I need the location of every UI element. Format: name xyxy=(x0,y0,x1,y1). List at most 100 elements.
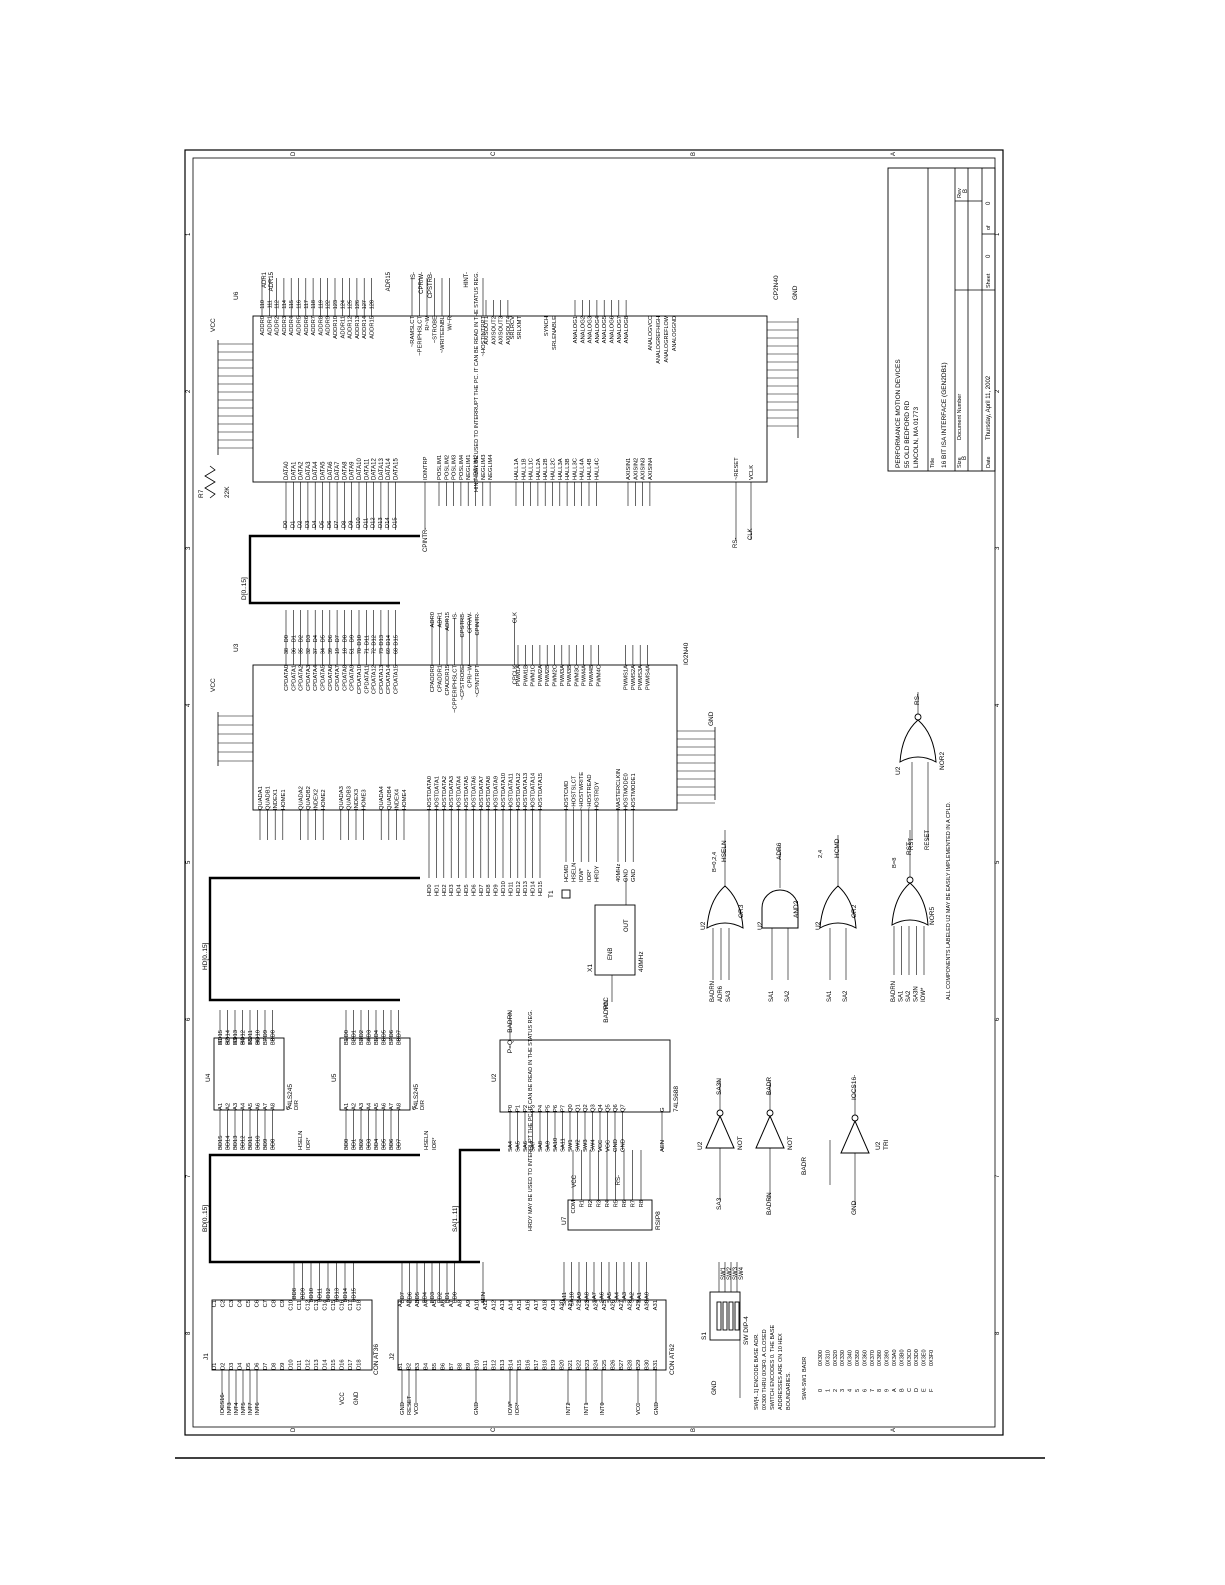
zone-number-right: 7 xyxy=(995,1174,1001,1178)
u2cmp-q-pin: Q7 xyxy=(621,1104,627,1112)
j2-a-pin: A25 xyxy=(602,1300,608,1310)
x1-enb-pin: ENB xyxy=(608,948,614,960)
j2-b-pin: B14 xyxy=(509,1359,515,1370)
s1-gnd: GND xyxy=(711,1380,718,1395)
u6-hall-pin: HALL4A xyxy=(580,458,586,480)
u2cmp-q-pin: Q5 xyxy=(606,1104,612,1112)
s1-table-val: 0X300 xyxy=(818,1350,824,1366)
u7-pin: R2 xyxy=(588,1200,594,1207)
u6-ctrl-pin: R/~W xyxy=(425,315,431,330)
u3-pwm-pin: PWM1B xyxy=(523,665,529,686)
u6-adr15-net: ADR15 xyxy=(386,271,392,291)
u3-cpdata-num: 69 xyxy=(386,648,392,654)
u2cmp-q-net: VCC xyxy=(598,1140,604,1152)
of-label: of xyxy=(986,225,992,230)
u4-a-net: BD13 xyxy=(233,1135,239,1150)
u2cmp-q-pin: Q2 xyxy=(583,1104,589,1112)
u6-data-pin: DATA10 xyxy=(357,458,363,480)
u2cmp-q-net: SW1 xyxy=(568,1139,574,1152)
u6-data-net: D15 xyxy=(393,517,399,528)
u5-a-net: BD7 xyxy=(397,1139,403,1150)
u3-pwm-pin: PWM3C xyxy=(574,665,580,687)
j2-a-net: SA4 xyxy=(615,1291,621,1303)
gate-not-badrn-out-net: BADR xyxy=(766,1077,773,1095)
u3-cpaddr-net: ADR0 xyxy=(430,612,436,627)
u6-data-pin: DATA11 xyxy=(364,458,370,480)
date-label: Date xyxy=(986,456,992,468)
u4-a-pin: A5 xyxy=(248,1103,254,1110)
gate-or3-in-net: BADRN xyxy=(710,981,716,1002)
u4-a-pin: A1 xyxy=(218,1103,224,1110)
j2-a-pin: A30 xyxy=(645,1300,651,1310)
u6-posl-pin: NEGLIM2 xyxy=(474,455,480,480)
j2-b-pin: B22 xyxy=(577,1360,583,1370)
u4-b-net: HD11 xyxy=(248,1030,254,1044)
j1-d-pin: D7 xyxy=(263,1363,269,1370)
u5-a-net: BD1 xyxy=(352,1139,358,1150)
u3-hostdata-pin: HOSTDATA11 xyxy=(508,773,514,810)
u3-cpaddr-pin: ~CPINTRPT xyxy=(475,665,481,698)
gate-not-sa3 xyxy=(705,1114,735,1149)
u3-hostdata-pin: HOSTDATA0 xyxy=(427,776,433,810)
u3-host-pin: MASTERCLKIN xyxy=(616,769,622,810)
gate-tri-part: TRI xyxy=(883,1139,890,1150)
u6-posl-pin: POSLIM1 xyxy=(437,455,443,480)
u3-cpaddr-pin: CPCLK xyxy=(513,665,519,684)
gate-tri xyxy=(840,1119,870,1154)
zone-letter-bottom: C xyxy=(491,1427,497,1432)
zone-number-left: 2 xyxy=(186,389,192,393)
u3-hostdata-pin: HOSTDATA9 xyxy=(494,776,500,810)
u5-b-net: HD3 xyxy=(367,1030,373,1042)
bus-sa-label: SA[1..11] xyxy=(452,1206,459,1232)
u6-srlrcv: SRLRCV xyxy=(510,316,516,340)
j2-b-pin: B12 xyxy=(492,1360,498,1370)
u3-pwm-pin: PWM1A xyxy=(516,665,522,686)
rev-value: B xyxy=(963,189,969,193)
gate-nor5-in-net: BADRN xyxy=(891,981,897,1002)
s1-table-val: 0X3D0 xyxy=(914,1349,920,1366)
u3-cpdata-net: D13 xyxy=(379,635,385,646)
u5-b-pin: B4 xyxy=(367,1037,373,1045)
s1-table-val: 0X370 xyxy=(870,1350,876,1366)
u6-axisout-pin: AXISOUT1 xyxy=(484,316,490,345)
u6-data-pin: DATA15 xyxy=(394,458,400,480)
x1-part: 40MHz xyxy=(638,951,645,972)
u6-hall-pin: HALL3A xyxy=(558,458,564,480)
gate-nor5-in-net: SA1 xyxy=(899,990,905,1002)
u3-cpdata-num: 70 xyxy=(357,648,363,654)
j2-a-net: SA5 xyxy=(607,1292,613,1303)
u3-hd-net: HD10 xyxy=(501,881,507,896)
j2-b-pin: B16 xyxy=(526,1360,532,1370)
gate-or2-part: OR2 xyxy=(851,904,858,918)
u2cmp-p-pin: P4 xyxy=(538,1104,544,1112)
gate-nor2-bubble xyxy=(914,713,922,721)
u3-hostdata-pin: HOSTDATA14 xyxy=(531,772,537,810)
j2-a-pin: A18 xyxy=(543,1300,549,1310)
j1-c-pin: C3 xyxy=(229,1300,235,1307)
j2-a-pin: A7 xyxy=(449,1300,455,1307)
u4-b-net: HD9 xyxy=(263,1030,269,1042)
u3-cpdata-pin: CPDATA13 xyxy=(379,665,385,694)
x1-ref: X1 xyxy=(587,964,594,972)
u6-hint-note: HINT- MAY BE USED TO INTERRUPT THE PC. I… xyxy=(474,272,480,492)
u3-cpdata-pin: CPDATA15 xyxy=(394,665,400,694)
s1-switch xyxy=(734,1301,740,1331)
u3-cpdata-num: 18 xyxy=(342,648,348,654)
u6-addr-pin: ADDR10 xyxy=(333,316,339,339)
gate-and2-ref: U2 xyxy=(757,921,764,930)
j2-a-pin: A28 xyxy=(628,1300,634,1310)
j2-a-pin: A24 xyxy=(594,1299,600,1310)
u3-hd-net: HD9 xyxy=(494,884,500,896)
gate-or3-eq: B=0,2,4 xyxy=(712,851,718,872)
u6-ctrl-pin: ~HOSTINTRPT xyxy=(481,316,487,357)
u6-addr-num: 112 xyxy=(275,300,281,309)
u5-a-pin: A2 xyxy=(352,1103,358,1110)
u6-data-net: D1 xyxy=(290,521,296,528)
u5-b-pin: B8 xyxy=(397,1038,403,1045)
u3-pwm-pin: PWM3B xyxy=(567,665,573,686)
u3-host-net: HSELN xyxy=(572,863,578,882)
u3-hd-net: HD11 xyxy=(508,882,514,896)
u2cmp-part: 74LS688 xyxy=(673,1086,680,1112)
u3-pwm-pin: PWM3A xyxy=(560,665,566,686)
s1-table-key: E xyxy=(922,1388,928,1392)
